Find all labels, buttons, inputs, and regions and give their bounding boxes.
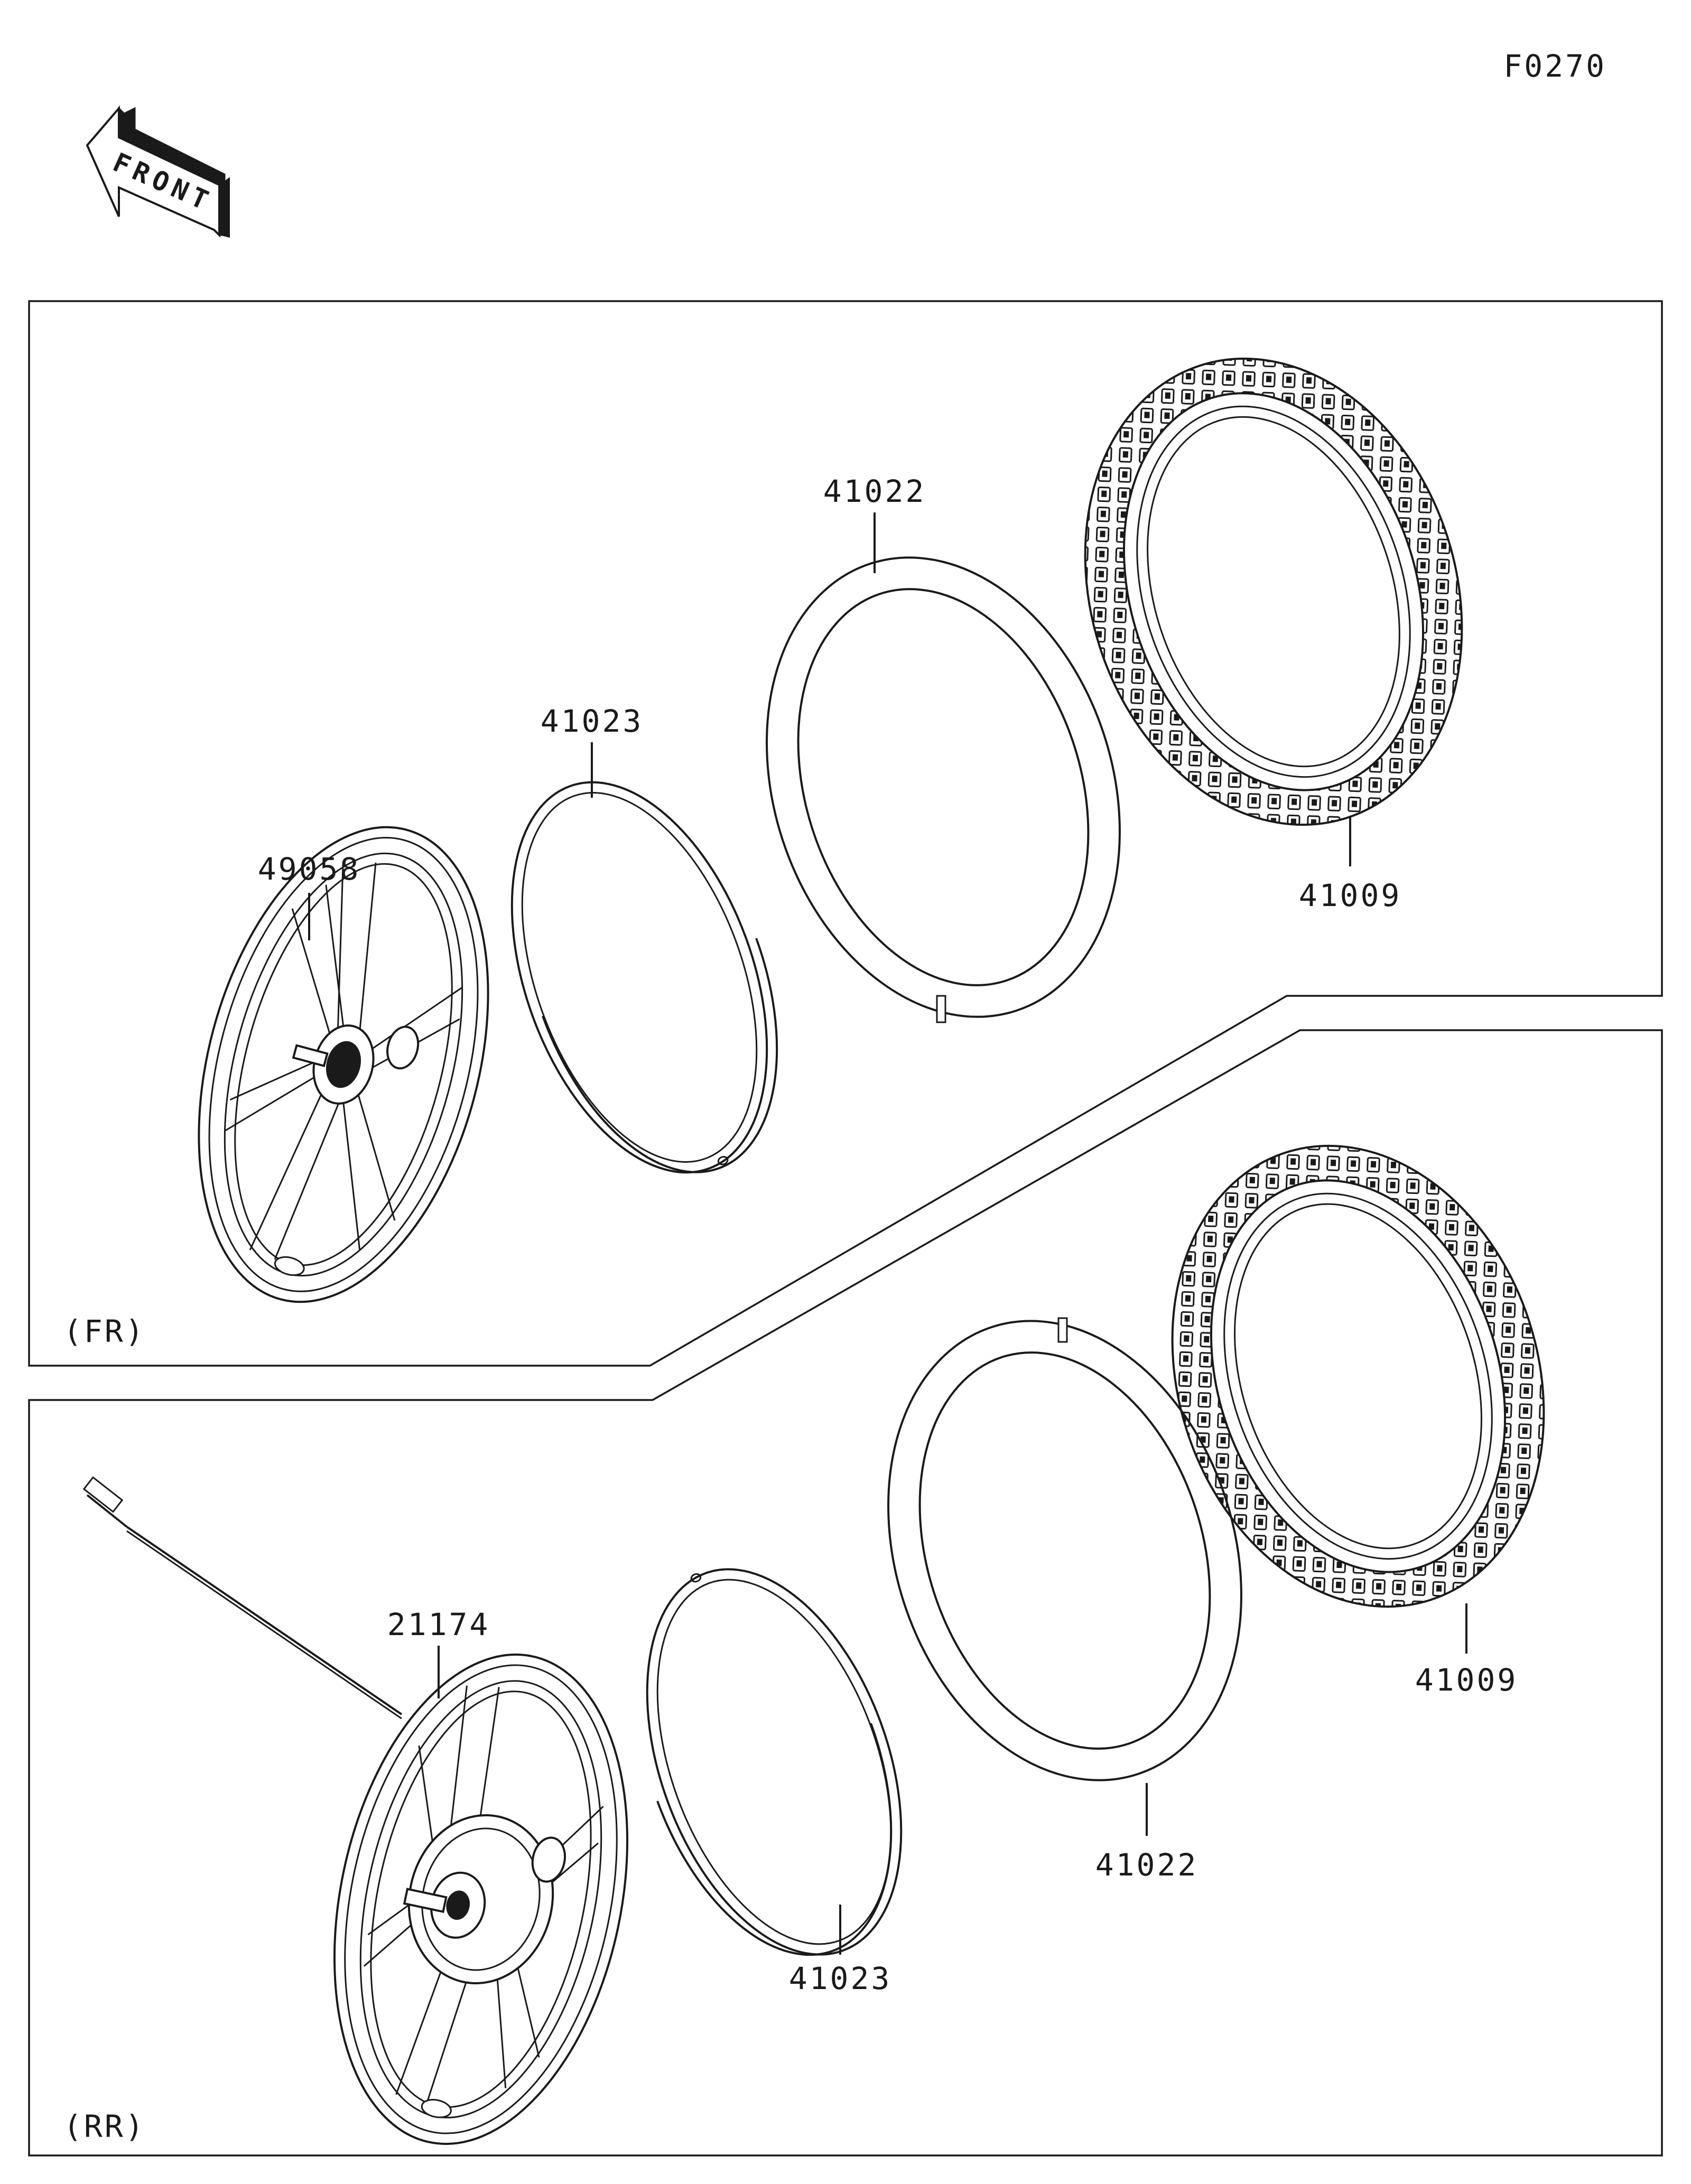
part-number-rear-tire[interactable]: 41009 — [1415, 1662, 1518, 1698]
part-number-rear-rim-band[interactable]: 41023 — [789, 1961, 892, 1996]
front-tire — [1084, 357, 1463, 826]
part-number-rear-wheel[interactable]: 21174 — [387, 1607, 490, 1642]
figure-code: F0270 — [1503, 48, 1606, 84]
part-number-front-tire[interactable]: 41009 — [1299, 878, 1402, 913]
rear-rim-band — [646, 1568, 903, 1956]
front-wheel — [198, 826, 489, 1303]
front-section-label: (FR) — [63, 1313, 146, 1349]
rear-tire — [1171, 1144, 1545, 1608]
rear-section: (RR) — [28, 1029, 1663, 2157]
part-number-front-tube[interactable]: 41022 — [823, 473, 926, 509]
rear-section-label: (RR) — [63, 2108, 146, 2144]
part-number-front-wheel[interactable]: 49058 — [258, 851, 361, 887]
part-number-rear-tube[interactable]: 41022 — [1095, 1847, 1198, 1883]
rear-wheel — [333, 1653, 629, 2145]
front-rim-band — [510, 781, 778, 1174]
front-tube — [766, 556, 1121, 1023]
rear-motor-cable — [82, 1476, 403, 1720]
rear-section-border — [28, 1029, 1663, 2157]
part-number-front-rim-band[interactable]: 41023 — [541, 703, 644, 739]
front-section-border — [28, 300, 1663, 1367]
front-arrow-icon: FRONT — [86, 105, 230, 238]
front-section: (FR) 49058 — [28, 300, 1663, 1367]
